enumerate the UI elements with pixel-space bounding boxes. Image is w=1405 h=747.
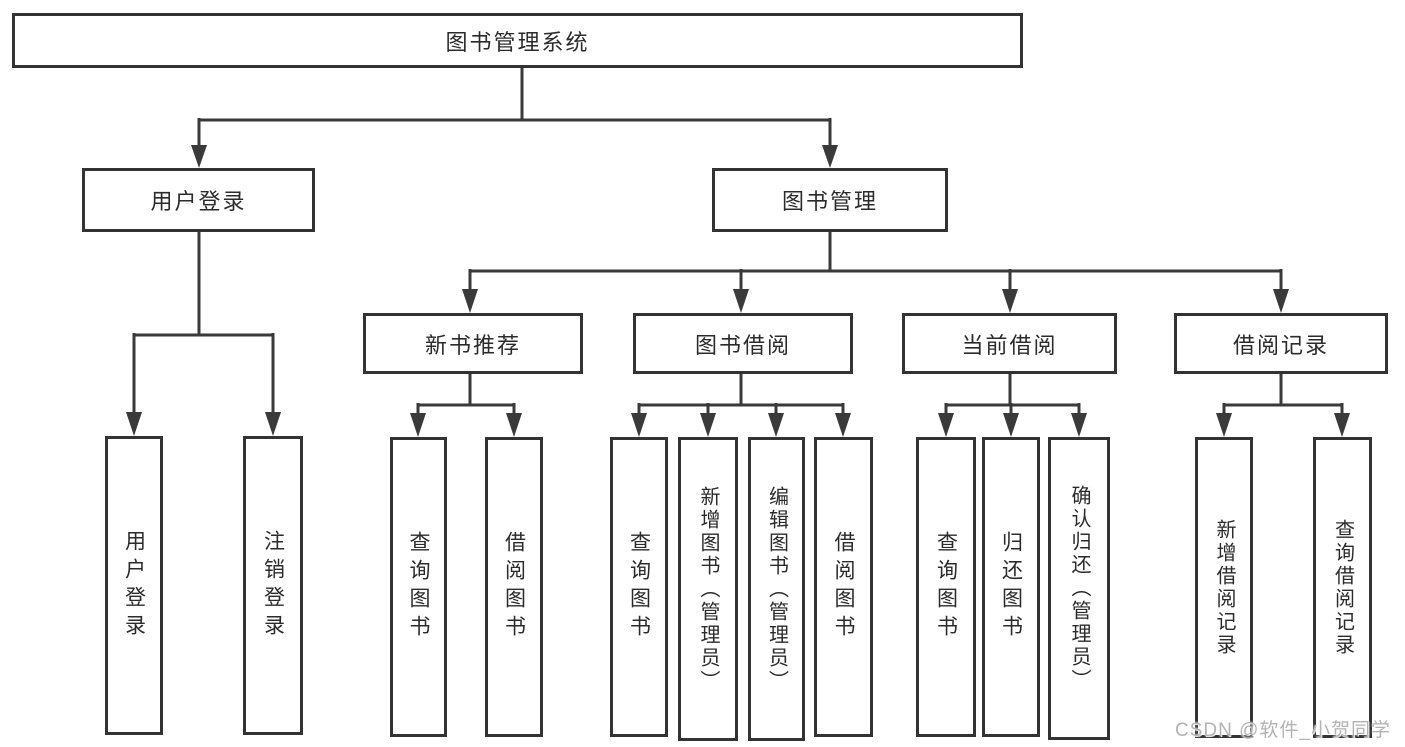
leaf-query-book-recommend: 查询图书 [390,437,447,737]
leaf-borrow-book-recommend: 借阅图书 [485,437,543,737]
connector-new-book-to-leaves [410,374,522,437]
leaf-borrow-book: 借阅图书 [814,437,873,737]
leaf-add-book-admin: 新增图书（管理员） [678,437,738,741]
leaf-return-book: 归还图书 [982,437,1040,737]
leaf-query-book-borrow: 查询图书 [610,437,668,737]
node-user-login: 用户登录 [82,168,315,232]
leaf-query-borrow-record: 查询借阅记录 [1313,437,1372,738]
connector-book-borrow-to-leaves [631,374,851,437]
connector-current-borrow-to-leaves [938,374,1087,437]
leaf-confirm-return-admin: 确认归还（管理员） [1048,437,1110,740]
node-new-book-recommend: 新书推荐 [363,313,583,374]
leaf-edit-book-admin: 编辑图书（管理员） [748,437,805,741]
csdn-watermark: CSDN @软件_小贺同学 [1175,720,1391,741]
connector-borrow-record-to-leaves [1216,374,1350,437]
node-book-borrow: 图书借阅 [633,313,853,374]
leaf-query-book-current: 查询图书 [916,437,976,737]
node-borrow-record: 借阅记录 [1174,313,1388,374]
connector-root-to-level2 [191,68,838,168]
leaf-user-login: 用户登录 [105,436,163,735]
node-current-borrow: 当前借阅 [902,313,1117,374]
node-root-system: 图书管理系统 [12,13,1023,68]
leaf-logout: 注销登录 [243,436,303,735]
connector-user-login-to-leaves [126,232,281,436]
leaf-add-borrow-record: 新增借阅记录 [1195,437,1253,738]
connector-book-mgmt-to-level3 [462,232,1289,313]
node-book-management: 图书管理 [712,168,948,232]
